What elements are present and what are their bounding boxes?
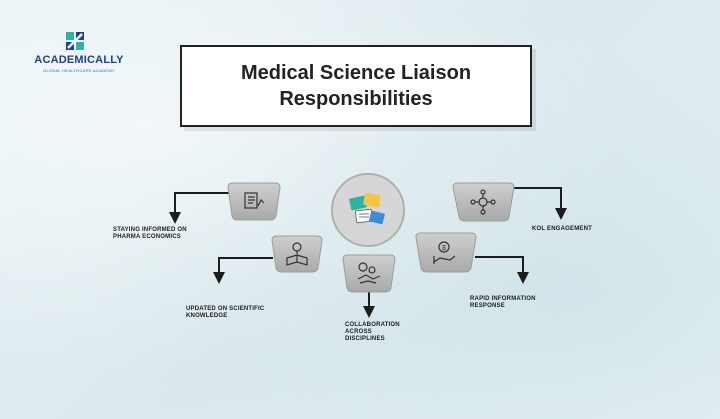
- report-chart-icon: [244, 192, 265, 209]
- documents-icon: [349, 192, 385, 225]
- tile-scientific-knowledge: [271, 235, 323, 273]
- title-line-2: Responsibilities: [279, 88, 433, 110]
- label-rapid-information: RAPID INFORMATION RESPONSE: [470, 296, 536, 310]
- lightbulb-book-icon: [286, 242, 308, 266]
- label-rapid-information-line2: RESPONSE: [470, 303, 505, 309]
- label-collaboration-line2: ACROSS: [345, 329, 372, 335]
- label-kol-engagement-line1: KOL ENGAGEMENT: [532, 226, 593, 232]
- academically-logo-icon: [66, 32, 84, 50]
- title-line-1: Medical Science Liaison: [240, 62, 472, 84]
- tile-pharma-economics: [227, 182, 281, 221]
- svg-text:$: $: [442, 245, 446, 252]
- label-pharma-economics: STAYING INFORMED ON PHARMA ECONOMICS: [113, 227, 187, 241]
- brand-name: ACADEMICALLY: [34, 54, 124, 66]
- connector-pharma-economics: [169, 192, 229, 224]
- title-box: Medical Science Liaison Responsibilities: [180, 45, 532, 127]
- connector-scientific-knowledge: [213, 257, 273, 284]
- hand-money-icon: $: [433, 241, 456, 264]
- brand-logo: ACADEMICALLY GLOBAL HEALTHCARE ACADEMY: [24, 30, 134, 80]
- label-collaboration-line1: COLLABORATION: [345, 322, 400, 328]
- handshake-gears-icon: [357, 262, 381, 284]
- label-rapid-information-line1: RAPID INFORMATION: [470, 296, 536, 302]
- label-scientific-knowledge-line1: UPDATED ON SCIENTIFIC: [186, 306, 265, 312]
- label-pharma-economics-line1: STAYING INFORMED ON: [113, 227, 187, 233]
- label-collaboration-line3: DISCIPLINES: [345, 336, 385, 342]
- connector-rapid-information: [475, 256, 529, 284]
- center-node: [331, 173, 405, 247]
- brand-tagline: GLOBAL HEALTHCARE ACADEMY: [43, 68, 115, 73]
- label-scientific-knowledge: UPDATED ON SCIENTIFIC KNOWLEDGE: [186, 306, 264, 320]
- tile-collaboration: [342, 254, 396, 293]
- label-collaboration: COLLABORATION ACROSS DISCIPLINES: [345, 322, 400, 343]
- connector-kol-engagement: [514, 187, 567, 220]
- label-kol-engagement: KOL ENGAGEMENT: [532, 226, 592, 233]
- network-people-icon: [470, 189, 496, 215]
- tile-kol-engagement: [452, 182, 515, 222]
- label-scientific-knowledge-line2: KNOWLEDGE: [186, 313, 228, 319]
- tile-rapid-information: $: [415, 232, 477, 273]
- label-pharma-economics-line2: PHARMA ECONOMICS: [113, 234, 181, 240]
